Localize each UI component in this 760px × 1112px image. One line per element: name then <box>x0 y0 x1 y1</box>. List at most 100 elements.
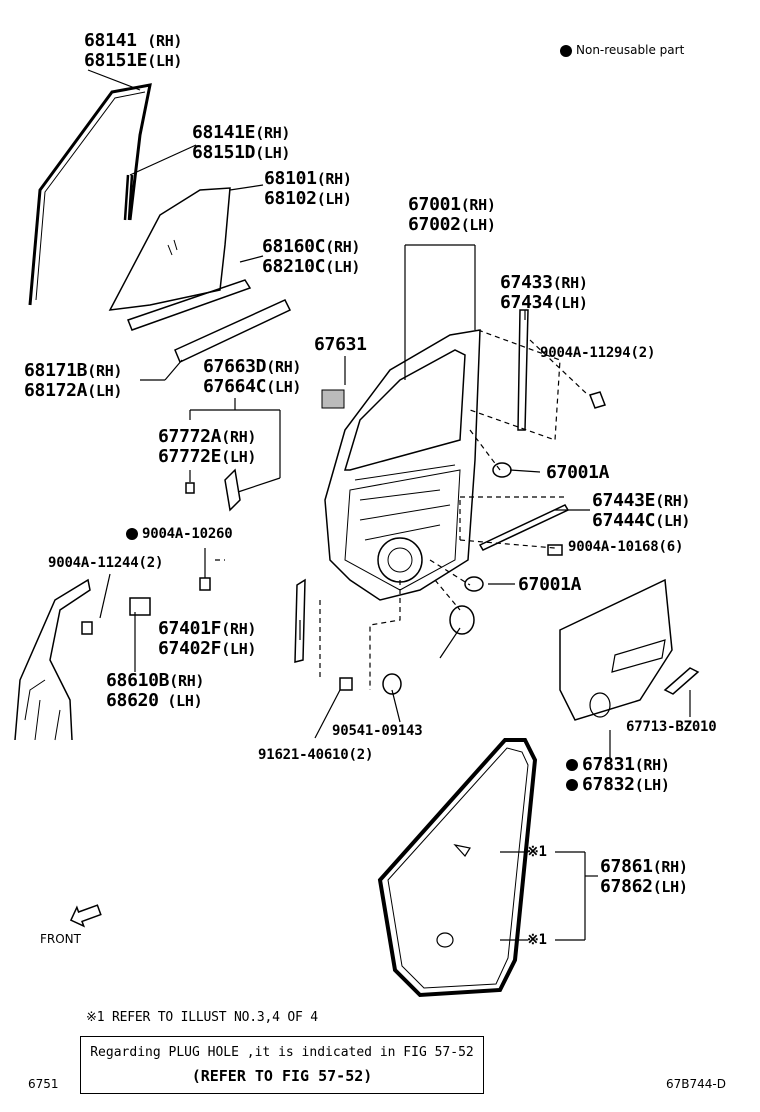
label-67713-bz010: 67713-BZ010 <box>626 719 717 735</box>
label-68160c: 68160C(RH) 68210C(LH) <box>262 238 360 276</box>
side-suffix: (LH) <box>316 190 352 208</box>
side-suffix: (RH) <box>316 170 352 188</box>
lower-channel <box>294 578 306 663</box>
footnote: ※1 REFER TO ILLUST NO.3,4 OF 4 <box>86 1010 318 1025</box>
part-number: 67862 <box>600 876 653 897</box>
part-number: 67443E <box>592 490 656 511</box>
label-67433: 67433(RH) 67434(LH) <box>500 274 588 312</box>
part-number: 67401F <box>158 618 222 639</box>
side-suffix: (LH) <box>255 144 291 162</box>
ref-mark-upper: ※1 <box>527 844 547 860</box>
illustration-number: 6751 <box>28 1077 59 1091</box>
part-number: 68141E <box>192 122 256 143</box>
side-suffix: (LH) <box>325 258 361 276</box>
label-90541-09143: 90541-09143 <box>332 723 423 739</box>
part-number: 68171B <box>24 360 88 381</box>
part-number: 67772E <box>158 446 222 467</box>
part-number: 67434 <box>500 292 553 313</box>
drawing-code: 67B744-D <box>666 1077 726 1091</box>
body-pillar <box>14 578 91 741</box>
garnish <box>224 468 241 512</box>
plug-hole-note: Regarding PLUG HOLE ,it is indicated in … <box>80 1036 484 1094</box>
label-67001a-lower: 67001A <box>518 574 582 595</box>
label-68171b: 68171B(RH) 68172A(LH) <box>24 362 122 400</box>
label-67001a-upper: 67001A <box>546 462 610 483</box>
label-67663d: 67663D(RH) 67664C(LH) <box>203 358 301 396</box>
label-67772a: 67772A(RH) 67772E(LH) <box>158 428 256 466</box>
label-67831: 67831(RH) 67832(LH) <box>566 756 670 794</box>
side-suffix: (LH) <box>552 294 588 312</box>
label-67631: 67631 <box>314 334 367 355</box>
part-number: 68210C <box>262 256 326 277</box>
label-67861: 67861(RH) 67862(LH) <box>600 858 688 896</box>
fasteners <box>81 391 606 695</box>
side-suffix: (RH) <box>221 620 257 638</box>
legend: Non-reusable part <box>560 44 684 57</box>
non-reusable-dot <box>566 759 578 771</box>
dashed-lines <box>215 329 589 690</box>
side-suffix: (RH) <box>255 124 291 142</box>
part-number: 68620 <box>106 690 159 711</box>
side-suffix: (RH) <box>221 428 257 446</box>
part-number: 68160C <box>262 236 326 257</box>
part-number: 67663D <box>203 356 267 377</box>
side-suffix: (LH) <box>147 52 183 70</box>
label-68141e: 68141E(RH) 68151D(LH) <box>192 124 290 162</box>
label-9004a-11294: 9004A-11294(2) <box>540 345 656 361</box>
division-bar <box>123 174 134 221</box>
door-trim-board <box>559 578 673 721</box>
part-number: 68102 <box>264 188 317 209</box>
label-68101: 68101(RH) 68102(LH) <box>264 170 352 208</box>
rear-channel <box>517 309 529 431</box>
door-glass <box>108 187 231 311</box>
part-number: 67002 <box>408 214 461 235</box>
part-number: 68610B <box>106 670 170 691</box>
side-suffix: (LH) <box>221 448 257 466</box>
label-67443e: 67443E(RH) 67444C(LH) <box>592 492 690 530</box>
side-suffix: (LH) <box>655 512 691 530</box>
side-suffix: (RH) <box>87 362 123 380</box>
part-number: 67001 <box>408 194 461 215</box>
belt-weatherstrip-inner <box>127 279 252 331</box>
part-number: 68172A <box>24 380 88 401</box>
note-line-2: (REFER TO FIG 57-52) <box>191 1067 373 1085</box>
front-arrow-shape <box>69 904 102 928</box>
ref-mark-lower: ※1 <box>527 932 547 948</box>
side-suffix: (RH) <box>634 756 670 774</box>
belt-weatherstrip-outer <box>174 299 292 364</box>
side-suffix: (LH) <box>652 878 688 896</box>
side-suffix: (LH) <box>460 216 496 234</box>
part-number: 67832 <box>582 774 635 795</box>
part-number: 67433 <box>500 272 553 293</box>
label-9004a-10168: 9004A-10168(6) <box>568 539 684 555</box>
non-reusable-dot <box>560 44 572 57</box>
label-68141: 68141 (RH) 68151E(LH) <box>84 32 182 70</box>
leader-lines <box>87 69 691 941</box>
service-hole-cover <box>449 605 475 635</box>
side-suffix: (RH) <box>325 238 361 256</box>
side-suffix: (RH) <box>652 858 688 876</box>
note-line-1: Regarding PLUG HOLE ,it is indicated in … <box>90 1045 474 1060</box>
glass-run-channel <box>28 83 152 306</box>
part-number: 9004A-10260 <box>142 526 233 542</box>
legend-text: Non-reusable part <box>576 43 685 57</box>
label-9004a-10260: 9004A-10260 <box>126 527 233 541</box>
side-suffix: (LH) <box>158 692 203 710</box>
side-suffix: (LH) <box>221 640 257 658</box>
side-suffix: (LH) <box>266 378 302 396</box>
side-suffix: (LH) <box>87 382 123 400</box>
side-suffix: (RH) <box>266 358 302 376</box>
door-rod <box>478 504 570 551</box>
part-number: 68141 <box>84 30 137 51</box>
part-number: 67861 <box>600 856 653 877</box>
inside-handle <box>663 667 700 695</box>
part-number: 68151D <box>192 142 256 163</box>
non-reusable-dot <box>126 528 138 540</box>
part-number: 67402F <box>158 638 222 659</box>
side-suffix: (RH) <box>169 672 205 690</box>
side-suffix: (RH) <box>552 274 588 292</box>
label-67401f: 67401F(RH) 67402F(LH) <box>158 620 256 658</box>
part-number: 68151E <box>84 50 148 71</box>
part-number: 67664C <box>203 376 267 397</box>
